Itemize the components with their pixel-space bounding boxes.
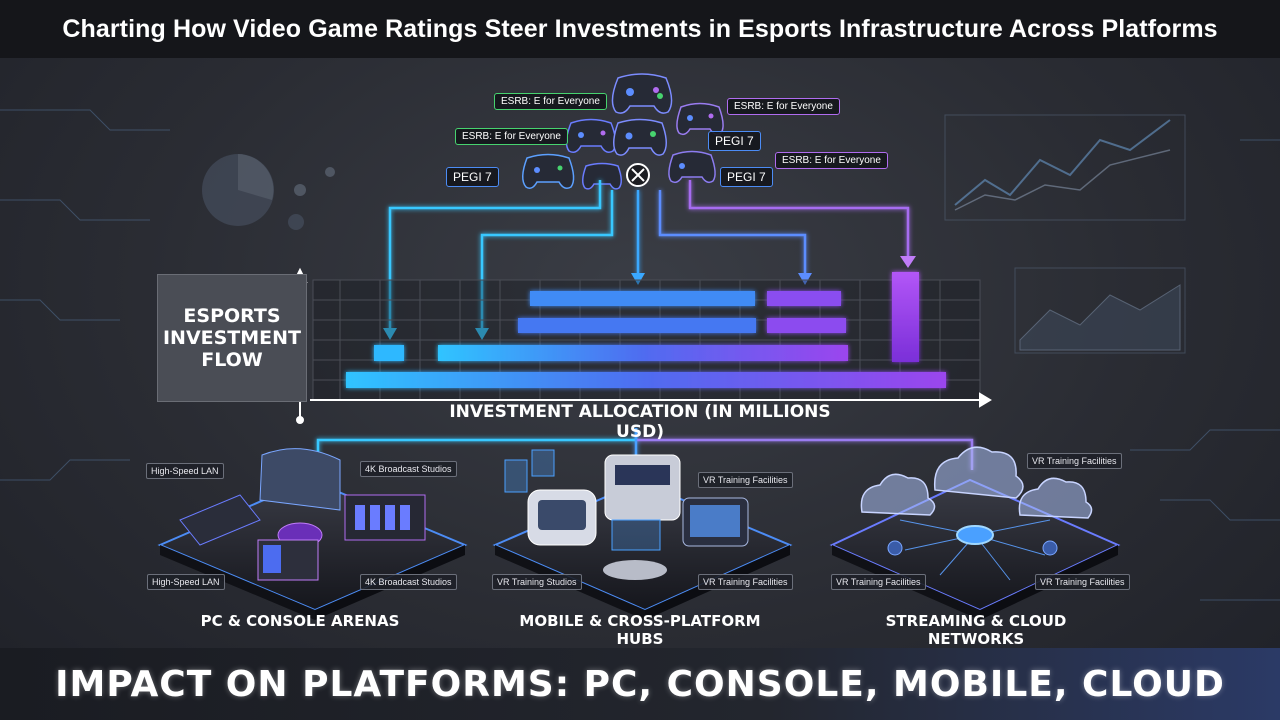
zone-tag: VR Training Facilities (831, 574, 926, 590)
bar (438, 345, 848, 361)
zone-label-cloud: STREAMING & CLOUD NETWORKS (885, 612, 1067, 648)
gamepad-icon (668, 150, 716, 184)
x-axis-label: INVESTMENT ALLOCATION (IN MILLIONS USD) (449, 402, 831, 442)
zone-tag: VR Training Studios (492, 574, 582, 590)
zone-tag: 4K Broadcast Studios (360, 574, 457, 590)
line-chart-decoration-icon (944, 114, 1186, 354)
page-title: Charting How Video Game Ratings Steer In… (62, 14, 1218, 43)
flow-label-text: ESPORTS INVESTMENT FLOW (162, 305, 302, 371)
background-decoration (0, 109, 1280, 601)
zone-label-mobile: MOBILE & CROSS-PLATFORM HUBS (519, 612, 761, 648)
footer-text: IMPACT ON PLATFORMS: PC, CONSOLE, MOBILE… (55, 663, 1225, 705)
zone-tag: VR Training Facilities (1027, 453, 1122, 469)
pie-chart-decoration-icon (202, 154, 335, 230)
bar (518, 318, 756, 333)
rating-badge: PEGI 7 (446, 167, 499, 187)
zone-tag: VR Training Facilities (698, 574, 793, 590)
zone-tag: High-Speed LAN (147, 574, 225, 590)
cloud-icon (860, 446, 1093, 519)
gamepad-icon (522, 153, 575, 189)
gamepad-icon (676, 102, 724, 136)
rating-badge: PEGI 7 (720, 167, 773, 187)
xbox-logo-icon (626, 163, 650, 187)
investment-bars (346, 272, 946, 388)
controller-cluster (522, 73, 724, 190)
bar (374, 345, 404, 361)
investment-flow-label: ESPORTS INVESTMENT FLOW (157, 274, 307, 402)
rating-badge: ESRB: E for Everyone (775, 152, 888, 169)
zone-label-pc-console: PC & CONSOLE ARENAS (200, 612, 400, 630)
gamepad-icon (613, 118, 667, 156)
flow-connectors (388, 180, 910, 330)
cloud-network-illustration (829, 446, 1121, 620)
footer-banner: IMPACT ON PLATFORMS: PC, CONSOLE, MOBILE… (0, 648, 1280, 720)
gamepad-icon (582, 162, 622, 190)
rating-badge: ESRB: E for Everyone (494, 93, 607, 110)
bar (892, 272, 919, 362)
gamepad-icon (611, 73, 673, 114)
bar (767, 291, 841, 306)
zone-tag: VR Training Facilities (698, 472, 793, 488)
bar (346, 372, 946, 388)
bar (530, 291, 755, 306)
bar (767, 318, 846, 333)
title-bar: Charting How Video Game Ratings Steer In… (0, 0, 1280, 58)
zone-tag: 4K Broadcast Studios (360, 461, 457, 477)
rating-badge: ESRB: E for Everyone (455, 128, 568, 145)
arrow-down-icon (383, 256, 916, 340)
rating-badge: ESRB: E for Everyone (727, 98, 840, 115)
gamepad-icon (565, 118, 617, 153)
zone-tag: High-Speed LAN (146, 463, 224, 479)
rating-badge: PEGI 7 (708, 131, 761, 151)
zone-tag: VR Training Facilities (1035, 574, 1130, 590)
